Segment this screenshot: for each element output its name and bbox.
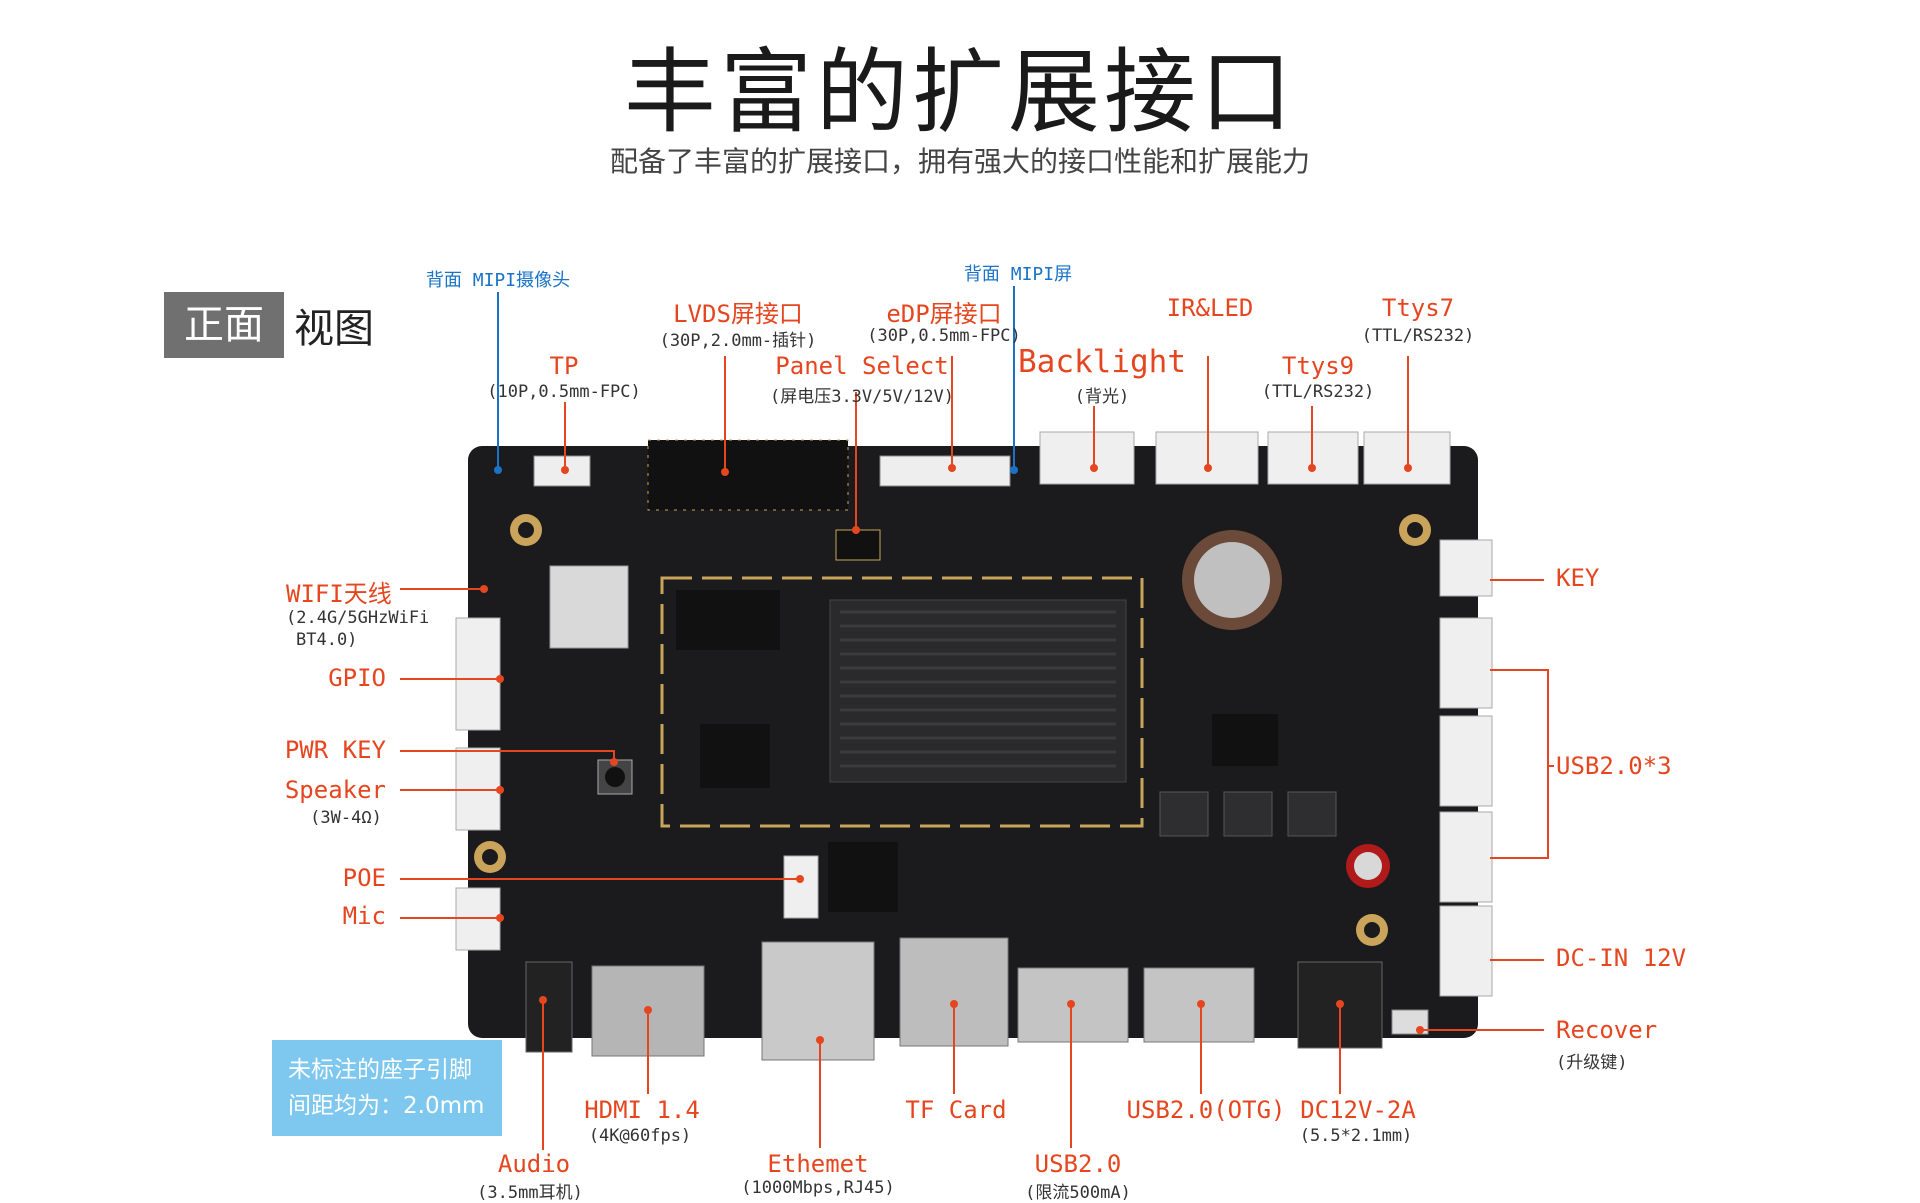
- som-outline: [660, 576, 1144, 828]
- label-ethernet-sub: (1000Mbps,RJ45): [741, 1178, 895, 1198]
- pitch-note: 未标注的座子引脚 间距均为：2.0mm: [272, 1040, 502, 1136]
- conn-usb-b: [1439, 715, 1493, 807]
- label-ethernet: Ethemet: [767, 1150, 869, 1178]
- label-key: KEY: [1556, 564, 1600, 592]
- label-tp: TP: [549, 352, 579, 380]
- label-panel-select: Panel Select: [775, 352, 949, 380]
- conn-key: [1439, 539, 1493, 597]
- eth-chip: [828, 842, 898, 912]
- label-panel-select-sub: (屏电压3.3V/5V/12V): [769, 387, 955, 407]
- label-usb20-sub: (限流500mA): [1025, 1183, 1131, 1203]
- label-lvds-sub: (30P,2.0mm-插针): [659, 331, 817, 351]
- label-wifi-sub1: (2.4G/5GHzWiFi: [286, 608, 430, 628]
- label-ttys9: Ttys9: [1281, 352, 1355, 380]
- pitch-note-line2: 间距均为：2.0mm: [288, 1093, 485, 1119]
- label-usb3: USB2.0*3: [1556, 752, 1672, 780]
- view-tab-front: 正面: [164, 292, 284, 358]
- label-dc12v-sub: (5.5*2.1mm): [1299, 1126, 1413, 1146]
- usb-hub-chip: [1212, 714, 1278, 766]
- label-backlight: Backlight: [1018, 344, 1186, 380]
- label-recover-sub: (升级键): [1556, 1053, 1628, 1073]
- label-irled: IR&LED: [1166, 294, 1254, 322]
- label-ttys7-sub: (TTL/RS232): [1361, 326, 1475, 346]
- label-usb20: USB2.0: [1034, 1150, 1122, 1178]
- label-back-camera: 背面 MIPI摄像头: [425, 270, 571, 291]
- label-gpio: GPIO: [328, 664, 386, 692]
- label-dc12v: DC12V-2A: [1300, 1096, 1416, 1124]
- label-pwr-key: PWR KEY: [284, 736, 386, 764]
- label-wifi-sub2: BT4.0): [296, 630, 358, 650]
- label-tp-sub: (10P,0.5mm-FPC): [487, 382, 641, 402]
- conn-dcin: [1439, 905, 1493, 997]
- inductor: [1223, 791, 1273, 837]
- memory-chip: [676, 590, 780, 650]
- conn-usb-a: [1439, 617, 1493, 709]
- label-wifi: WIFI天线: [286, 580, 392, 608]
- conn-backlight: [1039, 431, 1135, 485]
- label-speaker-sub: (3W-4Ω): [310, 808, 382, 828]
- label-audio: Audio: [497, 1150, 571, 1178]
- leader-lines: [400, 356, 1554, 1150]
- label-tfcard: TF Card: [905, 1096, 1007, 1124]
- audio-jack: [525, 961, 573, 1053]
- panel-select-jumper: [835, 529, 881, 561]
- label-usbotg: USB2.0(OTG): [1126, 1096, 1286, 1124]
- conn-gpio: [455, 617, 501, 731]
- fpc-edp: [879, 455, 1011, 487]
- label-audio-sub: (3.5mm耳机): [477, 1183, 583, 1203]
- pin-header-lvds: [647, 439, 849, 511]
- label-edp: eDP屏接口: [886, 300, 1002, 328]
- label-hdmi-sub: (4K@60fps): [588, 1126, 692, 1146]
- label-speaker: Speaker: [284, 776, 386, 804]
- label-ttys7: Ttys7: [1381, 294, 1455, 322]
- label-ttys9-sub: (TTL/RS232): [1261, 382, 1375, 402]
- label-back-screen: 背面 MIPI屏: [963, 264, 1073, 285]
- label-lvds: LVDS屏接口: [673, 300, 803, 328]
- view-tab: 正面 视图: [164, 292, 374, 358]
- conn-usb-c: [1439, 811, 1493, 903]
- pitch-note-line1: 未标注的座子引脚: [288, 1057, 472, 1083]
- label-edp-sub: (30P,0.5mm-FPC): [867, 326, 1021, 346]
- label-backlight-sub: (背光): [1074, 387, 1130, 407]
- label-recover: Recover: [1556, 1016, 1658, 1044]
- page-subtitle: 配备了丰富的扩展接口，拥有强大的接口性能和扩展能力: [609, 145, 1310, 178]
- label-poe: POE: [342, 864, 386, 892]
- label-hdmi: HDMI 1.4: [584, 1096, 700, 1124]
- blue-leader-lines: [497, 286, 1015, 470]
- page-title: 丰富的扩展接口: [623, 39, 1296, 146]
- inductor: [1287, 791, 1337, 837]
- label-dcin: DC-IN 12V: [1556, 944, 1687, 972]
- conn-poe: [783, 855, 819, 919]
- label-mic: Mic: [342, 902, 386, 930]
- fpc-tp: [533, 455, 591, 487]
- view-tab-view: 视图: [294, 306, 374, 352]
- inductor: [1159, 791, 1209, 837]
- memory-chip: [700, 724, 770, 788]
- wifi-module: [549, 565, 629, 649]
